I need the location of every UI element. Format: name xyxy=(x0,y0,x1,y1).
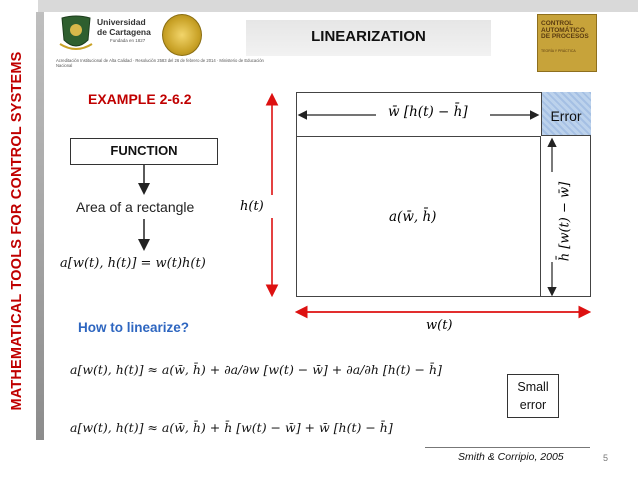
function-box: FUNCTION xyxy=(70,138,218,165)
university-name-line2: de Cartagena xyxy=(97,27,151,37)
accreditation-line: Acreditación Institucional de Alta Calid… xyxy=(56,58,264,68)
title-box xyxy=(246,20,491,56)
example-heading: EXAMPLE 2-6.2 xyxy=(88,91,192,107)
area-equation: a[w(t), h(t)] = w(t)h(t) xyxy=(60,256,206,271)
source-citation: Smith & Corripio, 2005 xyxy=(458,451,564,463)
top-strip-label: w̄ [h(t) − h̄] xyxy=(388,104,468,120)
center-area-label: a(w̄, h̄) xyxy=(389,209,437,225)
width-label: w(t) xyxy=(426,318,453,333)
sidebar-bar xyxy=(36,12,44,440)
small-error-box: Small error xyxy=(507,374,559,418)
accreditation-seal-icon xyxy=(162,14,202,56)
slide-title: LINEARIZATION xyxy=(311,28,426,45)
university-name-line1: Universidad xyxy=(97,17,146,27)
linearized-equation: a[w(t), h(t)] ≈ a(w̄, h̄) + h̄ [w(t) − w… xyxy=(70,420,393,435)
taylor-equation: a[w(t), h(t)] ≈ a(w̄, h̄) + ∂a/∂w [w(t) … xyxy=(70,362,442,377)
rectangle-inner xyxy=(296,136,541,297)
book-subtitle: TEORÍA Y PRÁCTICA xyxy=(541,49,576,53)
university-crest-icon xyxy=(59,15,93,50)
university-logo xyxy=(58,14,198,60)
page-number: 5 xyxy=(603,453,609,463)
university-founded: Fundada en 1827 xyxy=(110,38,146,43)
footer-divider xyxy=(425,447,590,448)
book-cover-image xyxy=(537,14,597,72)
book-title: CONTROL AUTOMÁTICO DE PROCESOS xyxy=(541,20,589,40)
error-region xyxy=(541,92,591,136)
error-label: Error xyxy=(550,108,582,124)
header-band xyxy=(0,0,638,12)
how-to-linearize: How to linearize? xyxy=(78,320,190,335)
area-label: Area of a rectangle xyxy=(76,199,195,215)
sidebar xyxy=(0,0,38,440)
rectangle-outer xyxy=(296,92,591,297)
height-label: h(t) xyxy=(240,199,264,214)
